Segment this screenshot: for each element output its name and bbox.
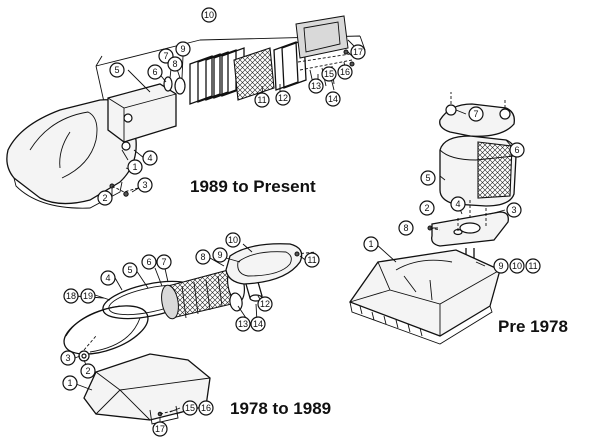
svg-text:6: 6 [146,257,151,267]
rear-oval-frame [225,243,303,285]
svg-text:7: 7 [473,109,478,119]
svg-text:19: 19 [83,291,93,301]
callouts-1989: 10 5 7 9 6 8 17 15 16 13 14 11 12 4 1 3 … [97,7,366,206]
svg-text:15: 15 [324,69,334,79]
svg-text:14: 14 [328,94,338,104]
rear-filter-frame [295,15,349,59]
assembly-1978-1989: 10 9 8 11 6 7 5 4 18 19 12 13 14 3 2 1 1… [60,232,320,437]
callouts-pre-1978: 7 6 5 4 3 2 8 1 9 10 11 [363,106,541,274]
svg-text:6: 6 [152,67,157,77]
svg-text:5: 5 [114,65,119,75]
svg-text:13: 13 [238,319,248,329]
svg-text:2: 2 [102,193,107,203]
assembly-pre-1978: 7 6 5 4 3 2 8 1 9 10 11 [348,92,541,345]
svg-text:9: 9 [498,261,503,271]
svg-text:9: 9 [217,250,222,260]
svg-text:6: 6 [514,145,519,155]
svg-text:11: 11 [307,255,316,265]
svg-text:2: 2 [424,203,429,213]
svg-text:1: 1 [368,239,373,249]
svg-text:11: 11 [528,261,537,271]
svg-text:11: 11 [257,95,266,105]
svg-text:3: 3 [511,205,516,215]
svg-text:2: 2 [85,366,90,376]
svg-text:17: 17 [353,47,363,57]
svg-text:10: 10 [512,261,522,271]
svg-text:4: 4 [147,153,152,163]
svg-text:1: 1 [67,378,72,388]
svg-text:17: 17 [155,424,165,434]
svg-text:10: 10 [228,235,238,245]
svg-text:12: 12 [260,299,270,309]
svg-text:5: 5 [425,173,430,183]
filter-plates [189,47,245,105]
svg-text:5: 5 [127,265,132,275]
svg-text:1: 1 [132,162,137,172]
svg-text:3: 3 [65,353,70,363]
svg-text:14: 14 [253,319,263,329]
svg-text:8: 8 [200,252,205,262]
svg-text:7: 7 [161,257,166,267]
svg-text:4: 4 [105,273,110,283]
caption-1978-to-1989: 1978 to 1989 [230,399,332,418]
svg-text:4: 4 [455,199,460,209]
mesh-filter-element [233,47,275,101]
svg-text:16: 16 [201,403,211,413]
caption-1989-to-present: 1989 to Present [190,177,316,196]
callouts-1978-1989: 10 9 8 11 6 7 5 4 18 19 12 13 14 3 2 1 1… [60,232,320,437]
caption-pre-1978: Pre 1978 [498,317,568,336]
svg-text:18: 18 [66,291,76,301]
svg-text:12: 12 [278,93,288,103]
svg-text:16: 16 [340,67,350,77]
svg-text:15: 15 [185,403,195,413]
svg-text:3: 3 [142,180,147,190]
svg-text:10: 10 [204,10,214,20]
filter-housing [107,83,177,143]
svg-text:8: 8 [403,223,408,233]
svg-text:13: 13 [311,81,321,91]
svg-text:9: 9 [180,44,185,54]
svg-text:8: 8 [172,59,177,69]
assembly-1989-present: 10 5 7 9 6 8 17 15 16 13 14 11 12 4 1 3 … [6,7,366,209]
svg-text:7: 7 [163,51,168,61]
